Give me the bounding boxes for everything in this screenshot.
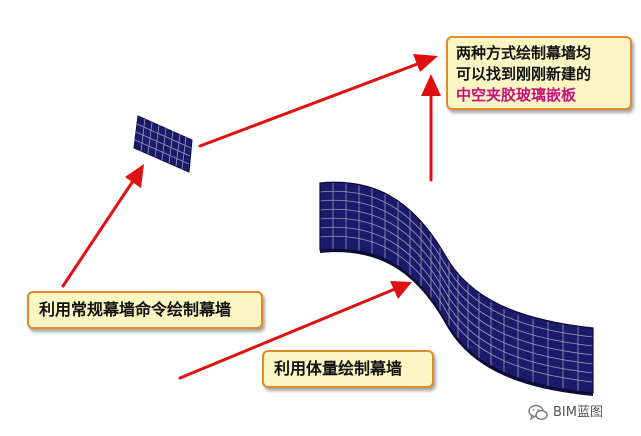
callout-line-3-highlight: 中空夹胶玻璃嵌板 xyxy=(456,86,577,104)
callout-mass-curtain-wall: 利用体量绘制幕墙 xyxy=(262,350,434,388)
small-curtain-wall xyxy=(133,115,193,173)
wechat-icon xyxy=(528,404,548,421)
arrow-curved-wall-to-right-callout xyxy=(421,74,441,182)
callout-standard-curtain-wall: 利用常规幕墙命令绘制幕墙 xyxy=(27,291,263,329)
arrow-mid-callout-to-curved-wall xyxy=(178,281,412,380)
callout-found-glass-panel: 两种方式绘制幕墙均 可以找到刚刚新建的 中空夹胶玻璃嵌板 xyxy=(446,36,632,110)
watermark: BIM蓝图 xyxy=(528,402,603,424)
callout-line-2: 可以找到刚刚新建的 xyxy=(456,65,592,83)
arrows xyxy=(61,54,441,380)
watermark-text: BIM蓝图 xyxy=(553,405,603,420)
curved-curtain-wall xyxy=(319,181,594,396)
callout-line-1: 两种方式绘制幕墙均 xyxy=(456,44,592,62)
arrow-left-callout-to-small-wall xyxy=(61,164,144,288)
arrow-small-wall-to-right-callout xyxy=(198,54,438,148)
